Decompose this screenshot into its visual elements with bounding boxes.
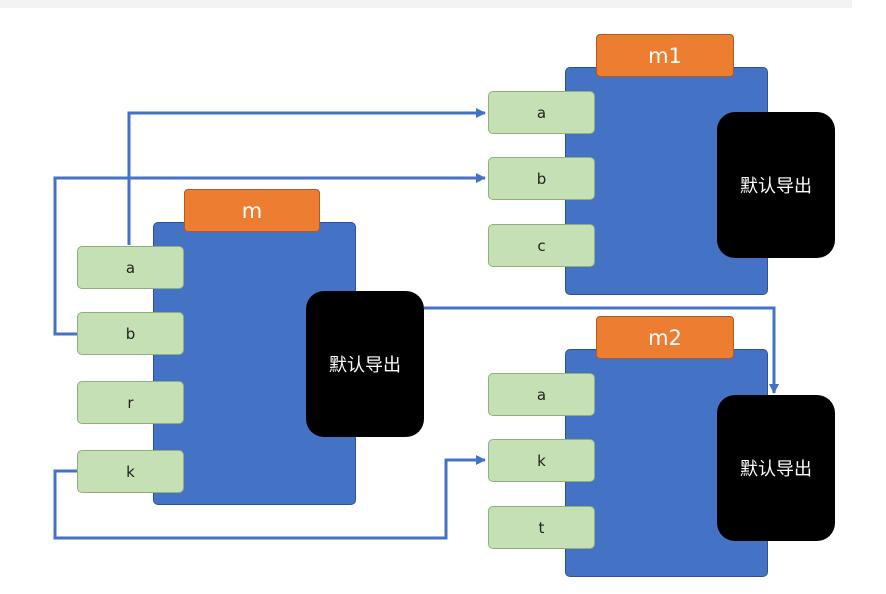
module-m-field-a: a — [77, 246, 184, 289]
wire-m-k-to-m2-k — [53, 455, 486, 540]
module-m2-name: m2 — [596, 316, 734, 359]
module-m2-field-t: t — [488, 506, 595, 549]
module-m-field-k: k — [77, 450, 184, 493]
module-m2-field-k: k — [488, 439, 595, 482]
module-m-name: m — [184, 189, 320, 232]
module-m-default-export: 默认导出 — [306, 291, 424, 437]
module-m1-field-c: c — [488, 224, 595, 267]
module-m-field-r: r — [77, 381, 184, 424]
module-m2-default-export: 默认导出 — [717, 395, 835, 541]
wire-m-b-to-m1-b — [53, 173, 486, 336]
wire-m-export-to-m2-export — [424, 306, 779, 394]
module-m1-field-a: a — [488, 91, 595, 134]
wire-m-a-to-m1-a — [127, 108, 486, 245]
module-m1-name: m1 — [596, 34, 734, 77]
top-bar — [0, 0, 852, 8]
module-m1-field-b: b — [488, 157, 595, 200]
module-m1-default-export: 默认导出 — [717, 112, 835, 258]
module-m2-field-a: a — [488, 373, 595, 416]
module-m-field-b: b — [77, 312, 184, 355]
